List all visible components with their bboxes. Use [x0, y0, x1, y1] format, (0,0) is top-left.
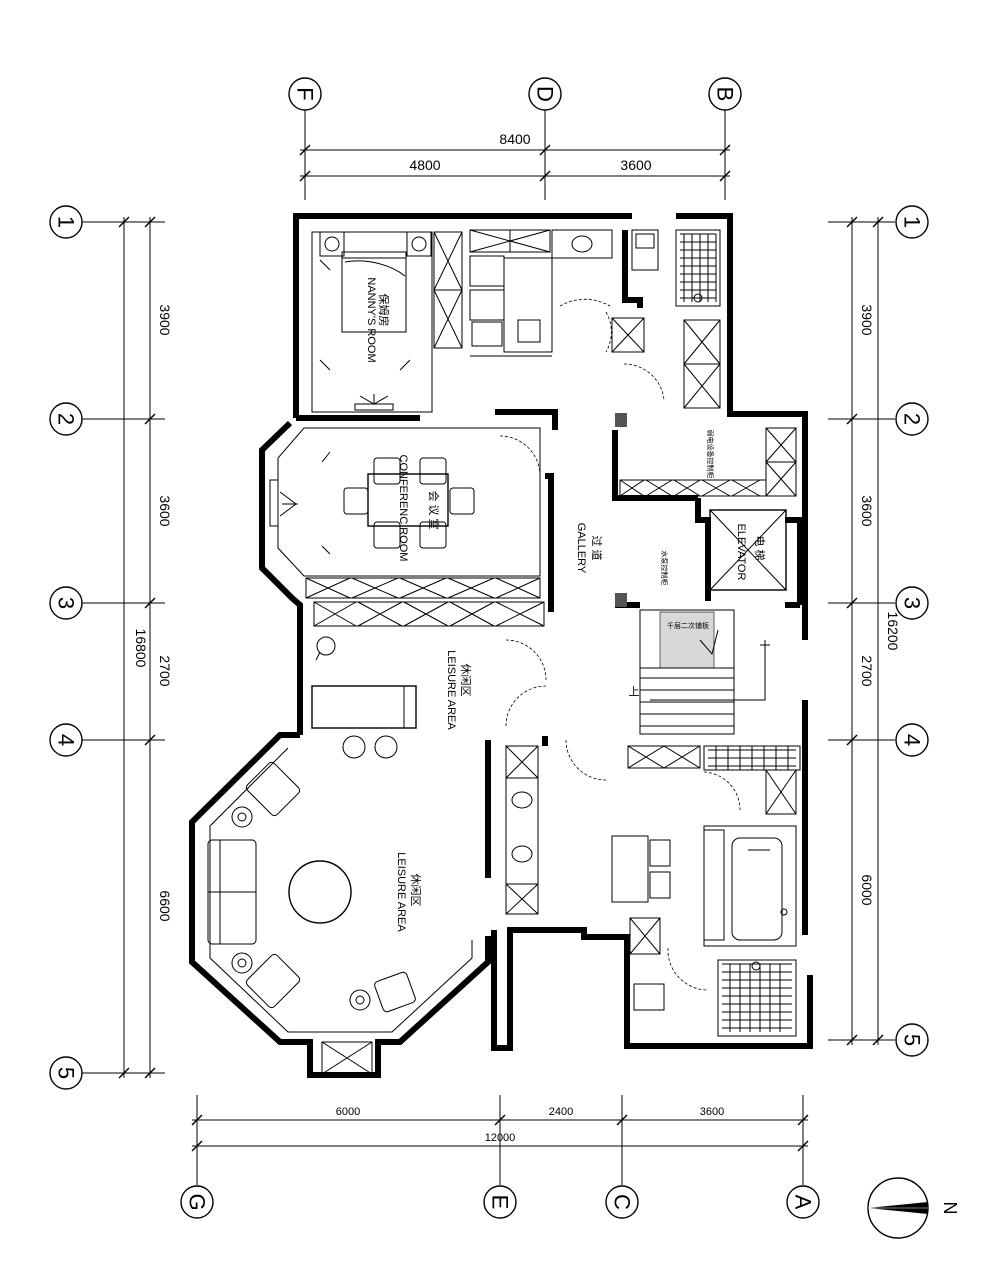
- dim-left-seg-4: 6600: [157, 890, 173, 921]
- nanny-room-label-en: NANNY'S ROOM: [365, 277, 377, 362]
- right-dimension-group: 3900 3600 2700 6000 16200 1 2 3 4 5: [828, 205, 929, 1057]
- left-dimension-group: 16800 3900 3600 2700 6600 1 2 3 4 5: [49, 205, 173, 1090]
- conference-label-en: CONFERENC ROOM: [397, 455, 409, 562]
- elevator-label-cn: 电 梯: [753, 535, 766, 560]
- shower-lower: [717, 959, 797, 1037]
- toilet-icon: [631, 229, 659, 271]
- top-bathroom: [611, 229, 721, 409]
- shower-tile: [675, 229, 721, 307]
- dim-top-seg-2: 3600: [620, 157, 651, 173]
- gallery-label-en: GALLERY: [575, 523, 587, 574]
- dim-right-seg-4: 6000: [859, 874, 875, 905]
- bed-icon: [341, 251, 407, 333]
- axis-top-F: F: [293, 87, 318, 100]
- lower-bathroom: [505, 745, 801, 1037]
- leisure-upper-label-en: LEISURE AREA: [445, 650, 457, 730]
- dim-top-seg-1: 4800: [409, 157, 440, 173]
- axis-bottom-E: E: [488, 1195, 513, 1210]
- axis-left-4: 4: [54, 734, 79, 746]
- dim-bottom-total: 12000: [485, 1132, 516, 1144]
- conference-room: 会 议 室 CONFERENC ROOM: [269, 427, 545, 627]
- kitchen: [469, 229, 613, 357]
- axis-bottom-A: A: [791, 1195, 816, 1210]
- dim-left-seg-1: 3900: [157, 304, 173, 335]
- bottom-dimension-group: 6000 2400 3600 12000 G E C A: [180, 1095, 820, 1219]
- staircase: 千层二次铺板 上: [627, 609, 770, 769]
- stair-note: 千层二次铺板: [667, 621, 709, 630]
- water-cabinet-label: 水泵控制柜: [660, 551, 669, 586]
- dim-left-seg-3: 2700: [157, 655, 173, 686]
- axis-left-1: 1: [54, 216, 79, 228]
- elevator-shaft: [709, 509, 787, 591]
- top-dimension-group: 8400 4800 3600 F D B: [288, 77, 742, 200]
- axis-right-3: 3: [900, 597, 925, 609]
- compass-north-label: N: [940, 1202, 960, 1215]
- compass-icon: N: [867, 1177, 960, 1239]
- conference-label-cn: 会 议 室: [427, 490, 441, 529]
- toilet-lower-icon: [633, 983, 665, 1011]
- dim-right-seg-3: 2700: [859, 655, 875, 686]
- dim-bottom-seg-3: 3600: [700, 1106, 724, 1118]
- dim-bottom-seg-1: 6000: [336, 1106, 360, 1118]
- leisure-area-lower: 休闲区 LEISURE AREA: [207, 747, 473, 1075]
- dim-right-seg-2: 3600: [859, 495, 875, 526]
- axis-left-3: 3: [54, 597, 79, 609]
- axis-bottom-G: G: [185, 1193, 210, 1210]
- nanny-room: 保姆房 NANNY'S ROOM: [311, 231, 463, 413]
- leisure-upper-label-cn: 休闲区: [459, 664, 473, 697]
- walls: [189, 213, 813, 1078]
- dim-bottom-seg-2: 2400: [549, 1106, 573, 1118]
- equipment-cabinet-label: 弱电设备控制柜: [706, 430, 715, 479]
- axis-right-5: 5: [900, 1034, 925, 1046]
- nightstand-icon: [319, 231, 345, 257]
- axis-left-5: 5: [54, 1067, 79, 1079]
- leisure-area-upper: 休闲区 LEISURE AREA: [311, 636, 473, 759]
- round-table: [288, 860, 352, 924]
- leisure-lower-label-cn: 休闲区: [409, 874, 423, 907]
- axis-bottom-C: C: [610, 1194, 635, 1210]
- sink-icon: [551, 229, 613, 259]
- axis-top-B: B: [713, 87, 738, 102]
- dim-right-total: 16200: [885, 612, 901, 651]
- elevator-label-en: ELEVATOR: [735, 524, 747, 581]
- axis-left-2: 2: [54, 413, 79, 425]
- dim-left-total: 16800: [133, 629, 149, 668]
- gallery-label-cn: 过 道: [590, 535, 604, 560]
- axis-right-1: 1: [900, 216, 925, 228]
- leisure-lower-label-en: LEISURE AREA: [395, 852, 407, 932]
- gallery: 过 道 GALLERY 水泵控制柜: [505, 413, 669, 781]
- axis-right-2: 2: [900, 413, 925, 425]
- dim-left-seg-2: 3600: [157, 495, 173, 526]
- dim-right-seg-1: 3900: [859, 304, 875, 335]
- nanny-room-label-cn: 保姆房: [377, 294, 391, 327]
- dim-top-total: 8400: [499, 131, 530, 147]
- equipment-elevator: 弱电设备控制柜 电 梯 ELEVATOR: [619, 427, 797, 591]
- axis-right-4: 4: [900, 734, 925, 746]
- bench: [611, 835, 649, 903]
- bar-counter: [311, 685, 417, 729]
- axis-top-D: D: [533, 86, 558, 102]
- stair-up-label: 上: [629, 685, 640, 698]
